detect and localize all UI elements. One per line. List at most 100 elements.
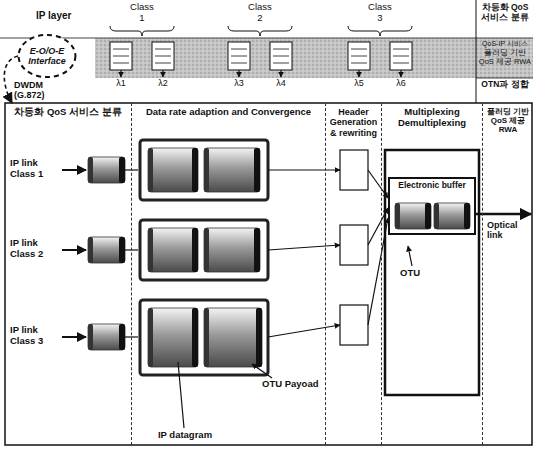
queue-slot: [393, 49, 409, 50]
label-text: Class 3: [367, 2, 393, 24]
label-text: IP link Class 1: [10, 158, 60, 180]
mux-frame: [385, 150, 479, 395]
label-text: Optical link: [487, 220, 531, 241]
label-text: QoS-IP 서비스: [478, 40, 532, 48]
buffer-cap: [254, 148, 260, 192]
buffer-cylinder: [88, 324, 125, 350]
input-arrow: [62, 336, 86, 338]
buffer-cap: [204, 148, 209, 192]
label-text: OTU Payoad: [262, 379, 332, 390]
buffer-cylinder: [434, 203, 470, 229]
label-text: Class 1: [129, 2, 155, 24]
input-arrow: [62, 169, 86, 171]
queue-slot: [351, 63, 367, 64]
label-text: DWDM (G.872): [14, 80, 58, 101]
stage-column: 차등화 QoS 서비스 분류: [5, 103, 132, 445]
label-text: IP layer: [36, 10, 96, 22]
label-text: λ2: [153, 78, 173, 88]
class-brace: [228, 26, 292, 36]
queue-box: [110, 42, 132, 70]
buffer-cap: [256, 308, 262, 367]
divider-line: [476, 0, 477, 103]
interface-ellipse: E-O/O-E Interface: [18, 34, 76, 78]
stage-column: Header Generation & rewriting: [326, 103, 382, 445]
buffer-cylinder: [204, 148, 260, 192]
class-brace: [110, 26, 174, 36]
buffer-cylinder: [148, 148, 198, 192]
wavelength-arrow: [238, 70, 239, 77]
queue-slot: [155, 63, 171, 64]
node-text: E-O/O-E Interface: [26, 46, 68, 67]
leader-arrow: [252, 364, 272, 378]
label-text: 플러딩 기반 QoS 제공 RWA: [478, 49, 532, 66]
column-heading: 차등화 QoS 서비스 분류: [8, 107, 128, 118]
leader-line: [178, 362, 184, 428]
wire-line: [268, 325, 340, 337]
buffer-cap: [204, 228, 209, 272]
wavelength-arrow: [358, 70, 359, 77]
buffer-cap: [148, 308, 153, 367]
label-text: λ4: [271, 78, 291, 88]
queue-slot: [113, 63, 129, 64]
label-text: OTN과 정합: [478, 80, 532, 90]
queue-slot: [113, 49, 129, 50]
wavelength-arrow: [400, 70, 401, 77]
buffer-cylinder: [395, 203, 431, 229]
wire-line: [268, 245, 340, 250]
buffer-cap: [119, 324, 125, 350]
queue-box: [228, 42, 250, 70]
label-text: IP link Class 3: [10, 325, 60, 347]
convergence-frame: [140, 220, 268, 280]
label-text: λ5: [349, 78, 369, 88]
buffer-cap: [192, 148, 198, 192]
column-heading: Multiplexing Demultiplexing: [385, 107, 479, 129]
buffer-cap: [192, 308, 198, 367]
leader-arrow: [408, 246, 412, 266]
wavelength-arrow: [280, 70, 281, 77]
queue-slot: [351, 49, 367, 50]
stage-column: Data rate adaption and Convergence: [132, 103, 326, 445]
buffer-cylinder: [88, 157, 125, 183]
buffer-cap: [119, 157, 125, 183]
column-heading: 플러딩 기반 QoS 제공 RWA: [486, 107, 530, 135]
stage-column: 플러딩 기반 QoS 제공 RWA: [483, 103, 533, 445]
queue-slot: [231, 49, 247, 50]
queue-slot: [273, 56, 289, 57]
queue-slot: [351, 56, 367, 57]
queue-slot: [231, 63, 247, 64]
buffer-cap: [254, 228, 260, 272]
buffer-cylinder: [88, 237, 125, 263]
label-text: λ1: [111, 78, 131, 88]
header-box: [340, 305, 368, 345]
queue-box: [152, 42, 174, 70]
optical-link-line: [476, 213, 531, 216]
queue-slot: [273, 49, 289, 50]
buffer-cylinder: [204, 308, 262, 367]
wire-line: [268, 169, 340, 170]
queue-slot: [273, 63, 289, 64]
convergence-frame: [140, 140, 268, 200]
queue-slot: [155, 49, 171, 50]
label-text: IP link Class 2: [10, 238, 60, 260]
buffer-cap: [204, 308, 209, 367]
queue-slot: [393, 56, 409, 57]
label-text: λ6: [391, 78, 411, 88]
label-text: λ3: [229, 78, 249, 88]
column-heading: Data rate adaption and Convergence: [135, 107, 322, 118]
label-text: OTU: [400, 268, 430, 279]
buffer-cylinder: [148, 228, 198, 272]
queue-slot: [113, 56, 129, 57]
buffer-box: Electronic buffer: [388, 177, 476, 235]
header-box: [340, 225, 368, 265]
queue-box: [270, 42, 292, 70]
buffer-cap: [434, 203, 439, 229]
class-brace: [348, 26, 412, 36]
buffer-cap: [148, 148, 153, 192]
buffer-cap: [88, 324, 93, 350]
divider-line: [0, 38, 533, 39]
buffer-cylinder: [148, 308, 198, 367]
divider-line: [476, 78, 533, 79]
